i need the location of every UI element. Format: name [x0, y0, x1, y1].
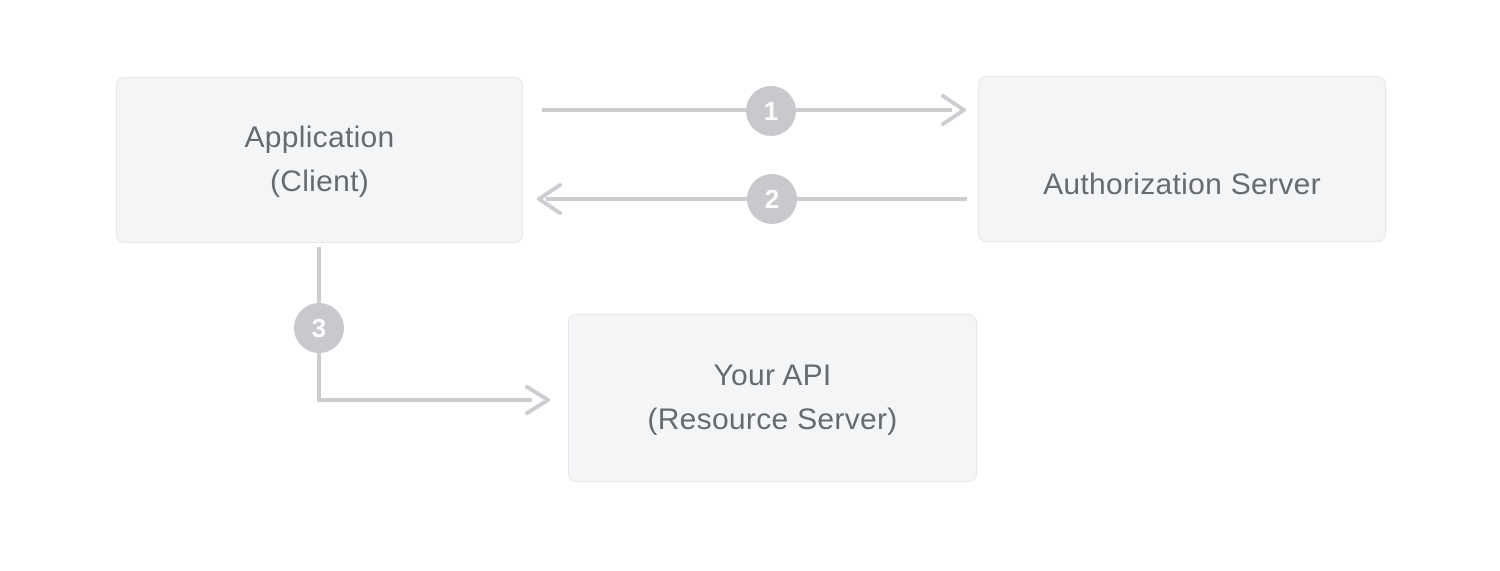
- node-application-client: Application (Client): [116, 77, 523, 243]
- node-your-api-line-1: Your API: [713, 359, 832, 392]
- node-authorization-server: Authorization Server: [978, 76, 1386, 242]
- arrowhead-right-step-1: [941, 94, 966, 126]
- node-application-line-2: (Client): [269, 165, 370, 198]
- node-your-api-resource-server: Your API (Resource Server): [568, 314, 977, 482]
- step-badge-2: 2: [747, 174, 797, 224]
- node-application-line-1: Application: [244, 121, 395, 154]
- arrowhead-left-step-2: [537, 183, 562, 215]
- step-badge-3: 3: [294, 303, 344, 353]
- node-your-api-line-2: (Resource Server): [647, 403, 898, 436]
- node-authorization-server-label: Authorization Server: [1043, 168, 1321, 201]
- arrowhead-right-step-3: [525, 385, 550, 415]
- arrow-line-step-3: [317, 247, 532, 402]
- step-badge-1: 1: [746, 86, 796, 136]
